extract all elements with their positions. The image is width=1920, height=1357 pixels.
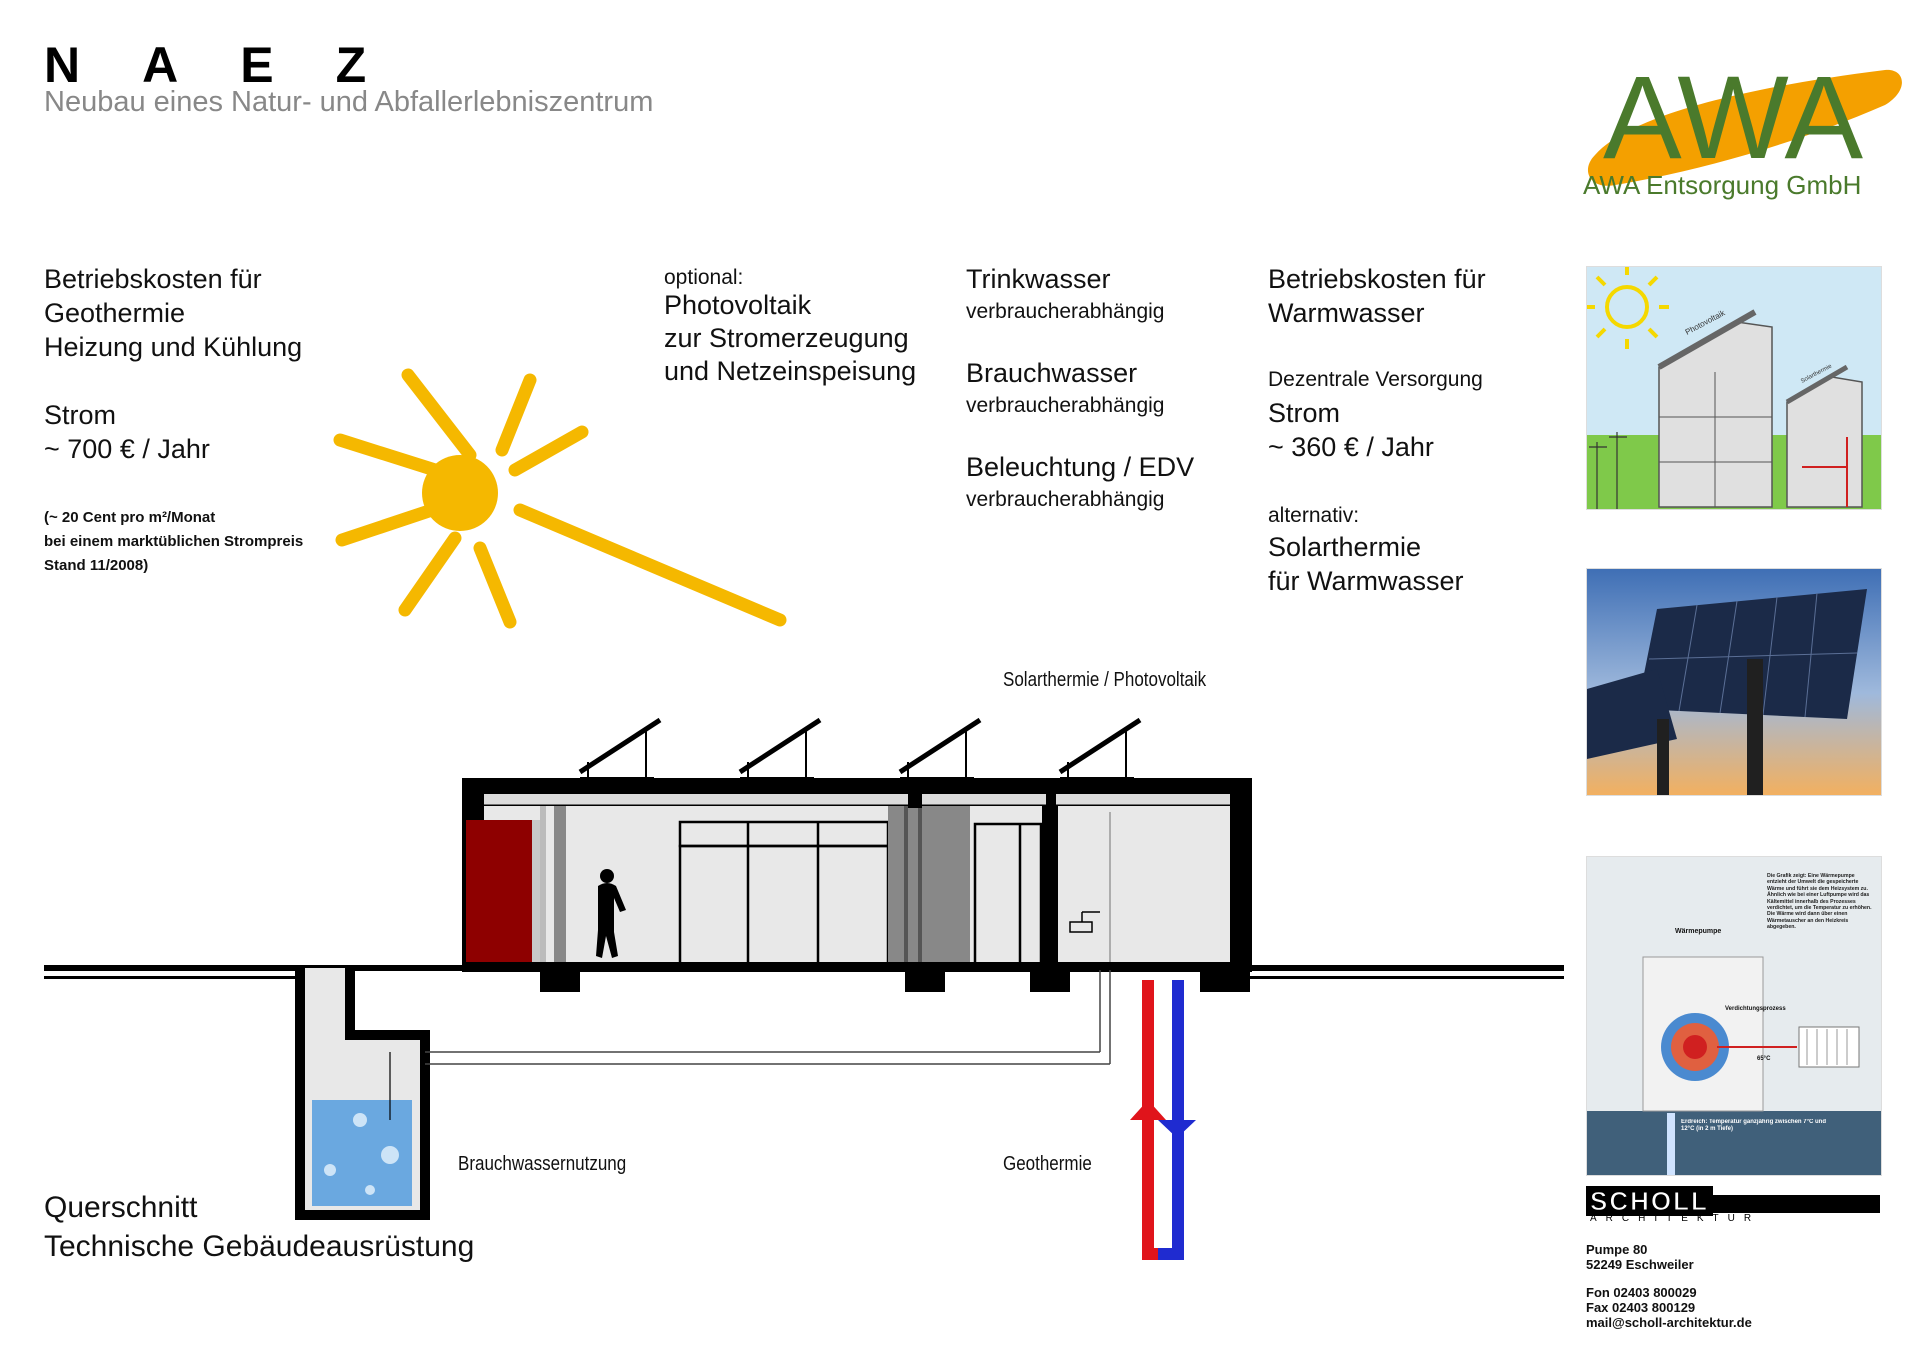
- pv-line3: und Netzeinspeisung: [664, 356, 917, 386]
- architect-sub: ARCHITEKTUR: [1590, 1213, 1761, 1224]
- pv-tracker-thumbnail: [1586, 568, 1882, 796]
- building-cross-section: [44, 717, 1564, 1260]
- warm-strom-value: ~ 360 € / Jahr: [1268, 432, 1434, 462]
- solar-panels: [578, 717, 1142, 779]
- brauchwasser-label: Brauchwasser: [966, 358, 1138, 388]
- page-title: NAEZ: [44, 37, 429, 93]
- house-energy-thumbnail: Photovoltaik Solarthermie: [1586, 266, 1882, 510]
- red-wall: [466, 820, 532, 964]
- person-silhouette: [596, 869, 626, 958]
- warm-alternativ: alternativ:: [1268, 504, 1360, 527]
- geo-note3: Stand 11/2008): [44, 557, 149, 574]
- company-name: AWA Entsorgung GmbH: [1583, 170, 1862, 200]
- warm-dezentral: Dezentrale Versorgung: [1268, 368, 1483, 391]
- brauchwasser-sub: verbraucherabhängig: [966, 394, 1165, 417]
- geo-note1: (~ 20 Cent pro m²/Monat: [44, 509, 216, 526]
- geo-note2: bei einem marktüblichen Strompreis: [44, 533, 304, 550]
- pv-optional: optional:: [664, 266, 744, 289]
- architect-fon: Fon 02403 800029: [1586, 1285, 1697, 1300]
- geo-cost-line1: Betriebskosten für: [44, 264, 262, 294]
- architect-street: Pumpe 80: [1586, 1242, 1648, 1257]
- hp-caption: Die Grafik zeigt: Eine Wärmepumpe entzie…: [1767, 873, 1872, 931]
- beleuchtung-label: Beleuchtung / EDV: [966, 452, 1195, 482]
- hp-label-verdichtung: Verdichtungsprozess: [1725, 1006, 1786, 1012]
- warm-cost-line1: Betriebskosten für: [1268, 264, 1486, 294]
- section-title-line1: Querschnitt: [44, 1191, 198, 1224]
- architect-city: 52249 Eschweiler: [1586, 1257, 1694, 1272]
- geo-strom-value: ~ 700 € / Jahr: [44, 434, 210, 464]
- sun-icon: [333, 368, 787, 629]
- heat-pump-thumbnail: Wärmepumpe Verdichtungsprozess 65°C Die …: [1586, 856, 1882, 1176]
- architect-fax: Fax 02403 800129: [1586, 1300, 1696, 1315]
- geothermal-loop: [1130, 980, 1196, 1260]
- geo-cost-line3: Heizung und Kühlung: [44, 332, 303, 362]
- pv-line1: Photovoltaik: [664, 290, 812, 320]
- geo-cost-line2: Geothermie: [44, 298, 186, 328]
- warm-solar2: für Warmwasser: [1268, 566, 1464, 596]
- label-geothermie: Geothermie: [1003, 1153, 1092, 1175]
- rainwater-cistern: [295, 968, 430, 1220]
- warm-solar1: Solarthermie: [1268, 532, 1422, 562]
- pv-line2: zur Stromerzeugung: [664, 323, 909, 353]
- architect-name: SCHOLL: [1586, 1186, 1713, 1217]
- hp-label-pumpe: Wärmepumpe: [1675, 928, 1721, 935]
- warm-cost-line2: Warmwasser: [1268, 298, 1425, 328]
- hp-ground-note: Erdreich: Temperatur ganzjährig zwischen…: [1681, 1119, 1826, 1132]
- awa-logo: AWA: [1587, 52, 1902, 186]
- trinkwasser-label: Trinkwasser: [966, 264, 1111, 294]
- logo-letters: AWA: [1603, 52, 1863, 184]
- page-subtitle: Neubau eines Natur- und Abfallerlebnisze…: [44, 86, 654, 118]
- architect-mail[interactable]: mail@scholl-architektur.de: [1586, 1315, 1752, 1330]
- beleuchtung-sub: verbraucherabhängig: [966, 488, 1165, 511]
- hp-temp: 65°C: [1757, 1056, 1771, 1062]
- roof-slab: [462, 778, 1252, 794]
- warm-strom-label: Strom: [1268, 398, 1341, 428]
- label-solar-pv: Solarthermie / Photovoltaik: [1003, 669, 1207, 691]
- geo-strom-label: Strom: [44, 400, 117, 430]
- section-title-line2: Technische Gebäudeausrüstung: [44, 1230, 475, 1263]
- trinkwasser-sub: verbraucherabhängig: [966, 300, 1165, 323]
- label-brauchwasser: Brauchwassernutzung: [458, 1153, 627, 1175]
